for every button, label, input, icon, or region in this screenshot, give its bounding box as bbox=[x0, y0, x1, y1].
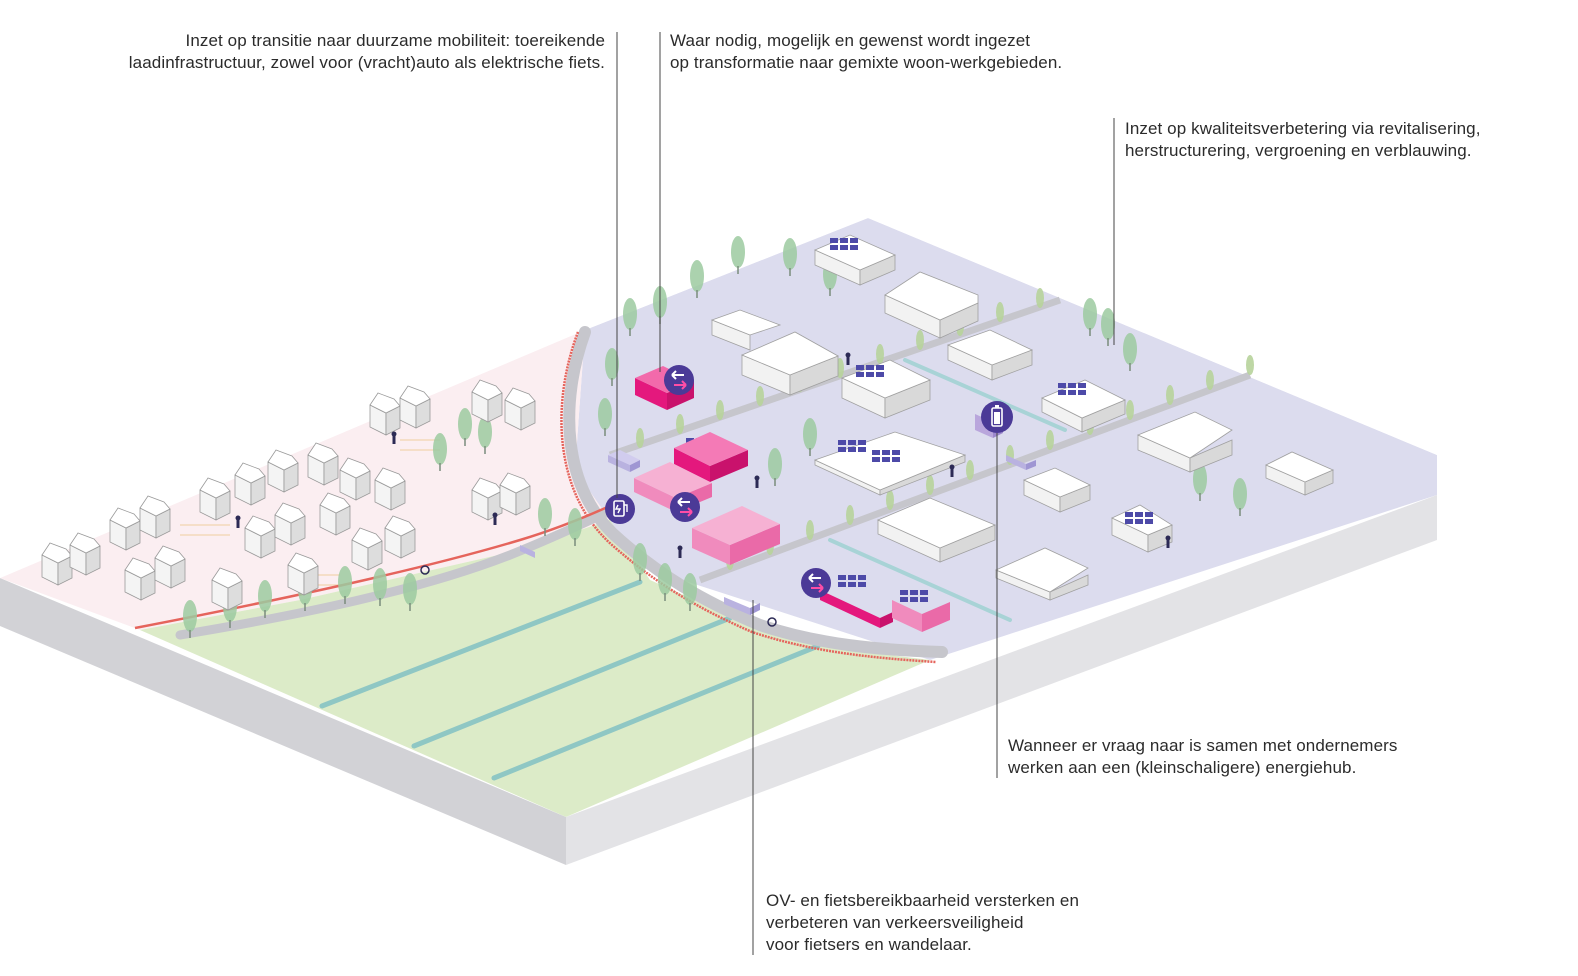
residential-area bbox=[0, 330, 610, 630]
slab-front-side bbox=[566, 495, 1437, 865]
mixed-use-buildings bbox=[634, 366, 950, 632]
vehicles bbox=[520, 450, 1036, 615]
arrows-exchange-icon bbox=[801, 568, 831, 598]
people bbox=[235, 352, 1171, 627]
leader-lines bbox=[616, 32, 1115, 955]
annotation-mobility-line1: Inzet op transitie naar duurzame mobilit… bbox=[185, 31, 605, 50]
annotation-transformation-line2: op transformatie naar gemixte woon-werkg… bbox=[670, 53, 1063, 72]
annotation-energyhub-line1: Wanneer er vraag naar is samen met onder… bbox=[1008, 736, 1398, 755]
annotation-mobility: Inzet op transitie naar duurzame mobilit… bbox=[20, 30, 605, 74]
annotation-quality-line2: herstructurering, vergroening en verblau… bbox=[1125, 141, 1472, 160]
annotation-accessibility-line3: voor fietsers en wandelaar. bbox=[766, 935, 972, 954]
business-road-2 bbox=[698, 371, 1252, 584]
meadow-ditches bbox=[319, 579, 821, 781]
arrows-exchange-icon bbox=[670, 492, 700, 522]
curved-main-road bbox=[563, 326, 948, 658]
annotation-accessibility: OV- en fietsbereikbaarheid versterken en… bbox=[766, 890, 1079, 956]
annotation-transformation-line1: Waar nodig, mogelijk en gewenst wordt in… bbox=[670, 31, 1031, 50]
annotation-energyhub-line2: werken aan een (kleinschaligere) energie… bbox=[1008, 758, 1357, 777]
business-ditches bbox=[828, 358, 1067, 622]
annotation-quality-line1: Inzet op kwaliteitsverbetering via revit… bbox=[1125, 119, 1481, 138]
annotation-accessibility-line2: verbeteren van verkeersveiligheid bbox=[766, 913, 1024, 932]
business-buildings bbox=[710, 234, 1335, 601]
annotation-energyhub: Wanneer er vraag naar is samen met onder… bbox=[1008, 735, 1397, 779]
annotation-accessibility-line1: OV- en fietsbereikbaarheid versterken en bbox=[766, 891, 1080, 910]
battery-icon bbox=[981, 401, 1013, 433]
annotation-quality: Inzet op kwaliteitsverbetering via revit… bbox=[1125, 118, 1481, 162]
annotation-transformation: Waar nodig, mogelijk en gewenst wordt in… bbox=[670, 30, 1062, 74]
annotation-mobility-line2: laadinfrastructuur, zowel voor (vracht)a… bbox=[128, 53, 605, 72]
arrows-exchange-icon bbox=[664, 365, 694, 395]
charging-station-icon bbox=[605, 494, 635, 524]
slab-left-side bbox=[0, 578, 566, 865]
meadow-area bbox=[140, 520, 930, 817]
